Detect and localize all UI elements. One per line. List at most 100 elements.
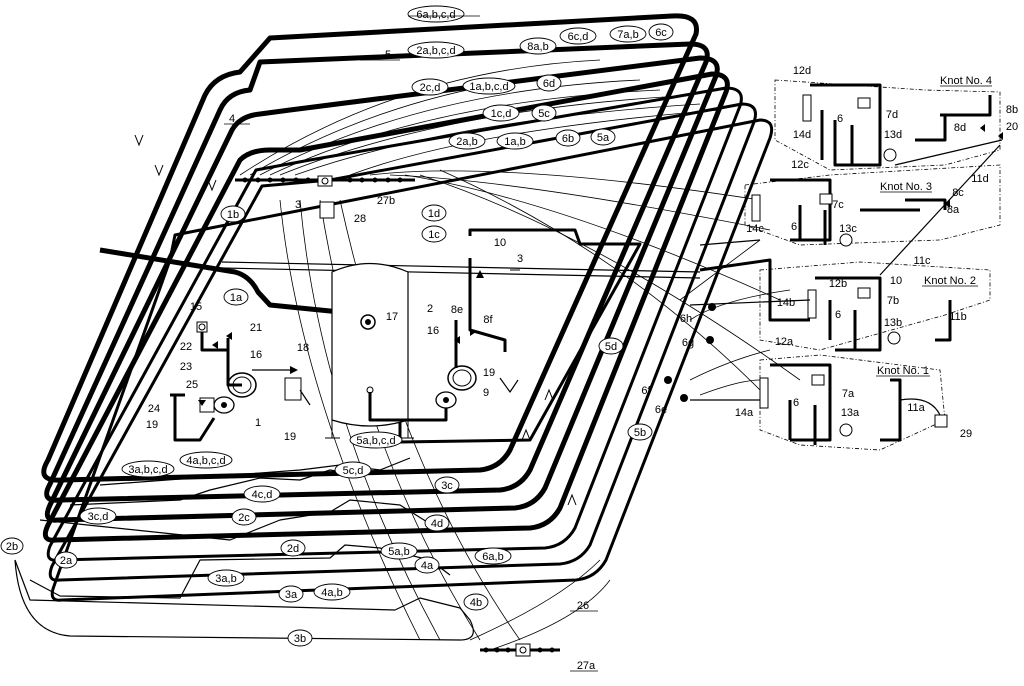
flow-arrows <box>134 134 577 506</box>
manifold-bottom <box>480 643 560 657</box>
loop-pipe-6 <box>48 102 757 582</box>
label-1cd: 1c,d <box>491 108 512 120</box>
pump-27a <box>515 643 531 657</box>
label-19-b: 19 <box>146 419 158 431</box>
callout-labels: 6a,b,c,d 5 2a,b,c,d 8a,b 6c,d 7a,b 6c 2c… <box>0 5 1018 672</box>
label-2d: 2d <box>287 543 299 555</box>
leader-lines <box>224 15 992 672</box>
label-6e: 6e <box>655 404 667 416</box>
label-7d: 7d <box>886 109 898 121</box>
label-knot-4: Knot No. 4 <box>940 75 992 87</box>
pipe-3-upper <box>221 261 701 273</box>
label-4b: 4b <box>470 597 482 609</box>
label-2a: 2a <box>60 555 73 567</box>
label-5a: 5a <box>597 132 610 144</box>
label-16-b: 16 <box>427 325 439 337</box>
label-1d: 1d <box>428 208 440 220</box>
label-8d: 8d <box>954 122 966 134</box>
label-11b: 11b <box>949 311 967 323</box>
label-6f: 6f <box>641 385 651 397</box>
label-12c: 12c <box>791 159 809 171</box>
label-27b: 27b <box>377 195 395 207</box>
label-25: 25 <box>186 379 198 391</box>
label-15: 15 <box>190 301 202 313</box>
label-5abcd: 5a,b,c,d <box>356 435 395 447</box>
label-2abcd: 2a,b,c,d <box>416 45 455 57</box>
label-11a: 11a <box>907 402 925 414</box>
label-12b: 12b <box>829 278 847 290</box>
label-3abcd: 3a,b,c,d <box>128 464 167 476</box>
label-4abcd: 4a,b,c,d <box>186 455 225 467</box>
label-1abcd: 1a,b,c,d <box>469 81 508 93</box>
label-1c: 1c <box>428 229 440 241</box>
label-knot-1: Knot No. 1 <box>877 365 929 377</box>
pump-9 <box>435 365 477 409</box>
label-5cd: 5c,d <box>343 465 364 477</box>
label-11d: 11d <box>971 173 989 185</box>
label-7a: 7a <box>842 388 855 400</box>
knot-3 <box>744 144 1001 276</box>
label-12d: 12d <box>793 65 811 77</box>
label-5ab: 5a,b <box>388 546 409 558</box>
label-19-a: 19 <box>483 367 495 379</box>
label-22: 22 <box>180 341 192 353</box>
label-10-a: 10 <box>494 237 506 249</box>
pipe-bottom-3 <box>39 499 441 541</box>
label-2: 2 <box>427 303 433 315</box>
pipe-3-lower <box>221 267 701 279</box>
label-7b: 7b <box>887 295 899 307</box>
label-21: 21 <box>250 322 262 334</box>
label-20: 20 <box>1006 121 1018 133</box>
label-6d: 6d <box>543 78 555 90</box>
pump-27b <box>317 175 333 187</box>
label-13c: 13c <box>839 223 857 235</box>
label-3b: 3b <box>294 633 306 645</box>
pump-17 <box>360 314 376 330</box>
label-14a: 14a <box>735 407 754 419</box>
manifold-valves <box>242 177 403 183</box>
label-knot-2: Knot No. 2 <box>924 275 976 287</box>
label-2c: 2c <box>238 512 250 524</box>
label-28: 28 <box>354 213 366 225</box>
label-8ab: 8a,b <box>527 41 548 53</box>
label-3a: 3a <box>285 589 298 601</box>
label-5: 5 <box>385 49 391 61</box>
main-pipe-loops <box>14 13 774 641</box>
label-11c: 11c <box>914 255 931 267</box>
label-7c: 7c <box>832 199 844 211</box>
loop-pipe-7 <box>50 118 774 602</box>
device-29 <box>934 414 948 428</box>
filter-18 <box>284 377 302 401</box>
label-1b: 1b <box>227 209 239 221</box>
label-6abcd: 6a,b,c,d <box>416 9 455 21</box>
label-14d: 14d <box>793 129 811 141</box>
label-8f: 8f <box>483 314 493 326</box>
label-6h: 6h <box>680 313 692 325</box>
label-9: 9 <box>483 387 489 399</box>
label-4a: 4a <box>421 560 434 572</box>
knot-2 <box>759 261 991 352</box>
label-4cd: 4c,d <box>252 489 273 501</box>
loop-pipe-5 <box>46 86 743 562</box>
label-6cd: 6c,d <box>568 31 589 43</box>
label-18: 18 <box>297 342 309 354</box>
label-14c: 14c <box>746 223 764 235</box>
label-3-top: 3 <box>295 199 301 211</box>
label-2ab: 2a,b <box>456 136 477 148</box>
label-5c: 5c <box>538 108 550 120</box>
label-7ab: 7a,b <box>617 29 638 41</box>
pipe-10 <box>398 228 642 444</box>
label-4d: 4d <box>431 518 443 530</box>
label-17: 17 <box>386 311 398 323</box>
label-2cd: 2c,d <box>420 82 441 94</box>
left-valves <box>170 321 242 442</box>
label-13b: 13b <box>884 317 902 329</box>
label-13a: 13a <box>841 407 860 419</box>
label-3cd: 3c,d <box>88 511 109 523</box>
label-13d: 13d <box>884 129 902 141</box>
label-29: 29 <box>960 428 972 440</box>
label-6b: 6b <box>562 133 574 145</box>
label-26: 26 <box>577 600 589 612</box>
pipe-bottom-outer <box>14 559 474 641</box>
label-12a: 12a <box>775 336 794 348</box>
